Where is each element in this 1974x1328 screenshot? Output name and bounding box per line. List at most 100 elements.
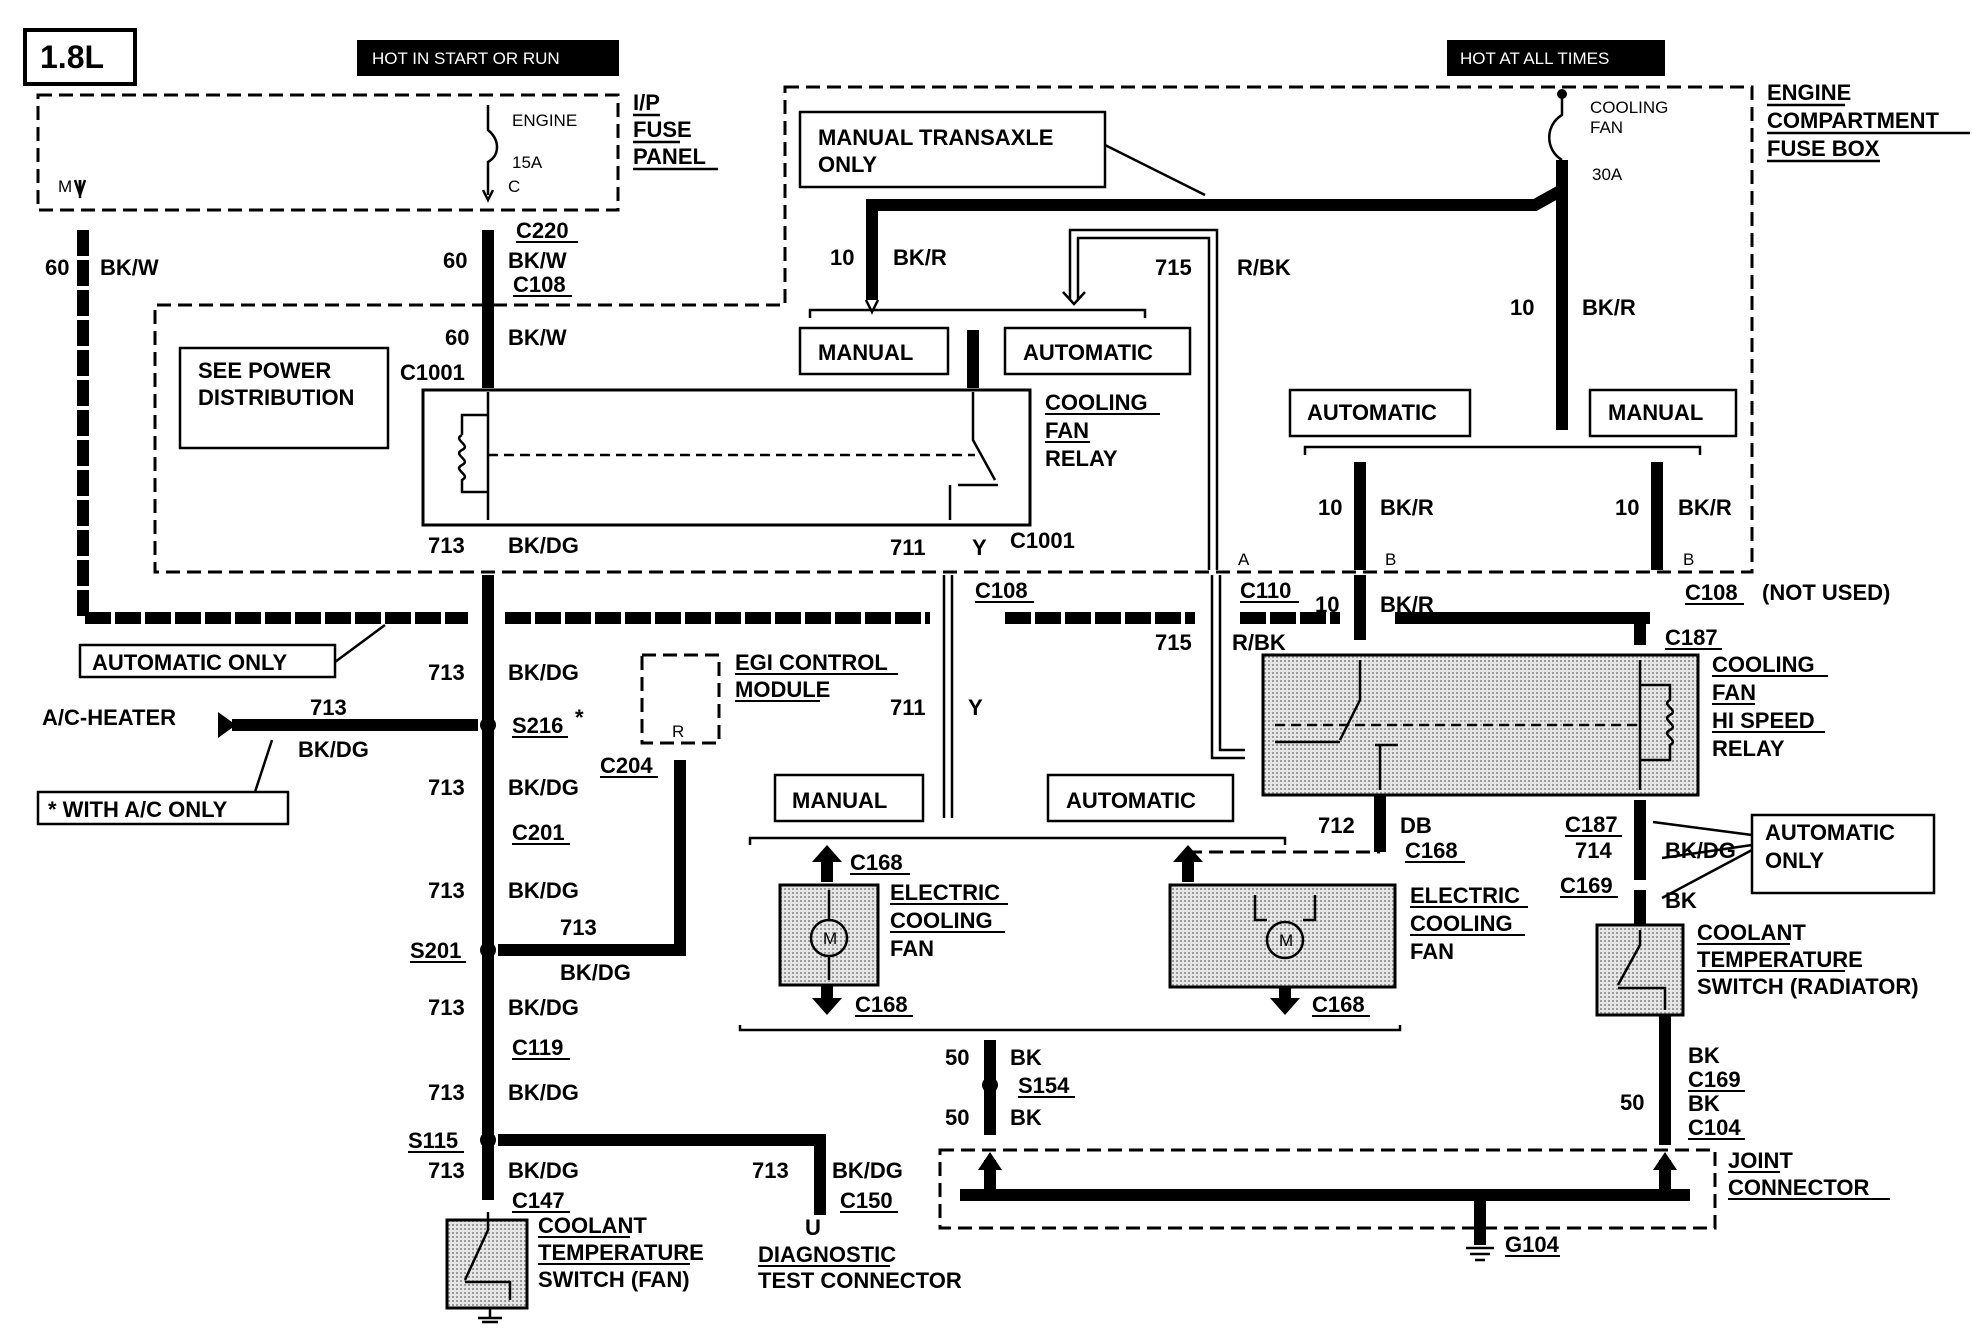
label-underlines	[408, 241, 1890, 1267]
auto-only-label-1: AUTOMATIC	[1765, 820, 1895, 845]
circuit-713-d: 713	[428, 775, 465, 800]
relay-label-3: RELAY	[1045, 446, 1118, 471]
circuit-713-e: 713	[428, 878, 465, 903]
cts-rad-label-2: TEMPERATURE	[1697, 947, 1863, 972]
egi-label-1: EGI CONTROL	[735, 650, 888, 675]
circuit-60-c: 60	[445, 325, 469, 350]
color-bk-5: BK	[1688, 1091, 1720, 1116]
color-db: DB	[1400, 813, 1432, 838]
circuit-713-a: 713	[428, 533, 465, 558]
color-rbk-2: R/BK	[1232, 630, 1286, 655]
hot-start-run-banner	[357, 40, 619, 76]
circuit-713-i: 713	[428, 1158, 465, 1183]
connector-c119: C119	[512, 1035, 563, 1060]
automatic-only-label: AUTOMATIC ONLY	[92, 650, 287, 675]
diag-pin: U	[805, 1215, 821, 1240]
color-bkdg-11: BK/DG	[1665, 838, 1736, 863]
joint-label-1: JOINT	[1728, 1148, 1793, 1173]
circuit-713-b: 713	[428, 660, 465, 685]
color-bkdg-8: BK/DG	[508, 1080, 579, 1105]
circuit-714: 714	[1575, 838, 1612, 863]
circuit-60-a: 60	[45, 255, 69, 280]
ip-fuse-symbol	[486, 105, 499, 195]
cts-fan-label-2: TEMPERATURE	[538, 1240, 704, 1265]
connector-c147: C147	[512, 1188, 565, 1213]
color-rbk-1: R/BK	[1237, 255, 1291, 280]
manual-transaxle-box	[798, 110, 1107, 189]
color-bkw-2: BK/W	[508, 248, 567, 273]
circuit-10-b: 10	[1510, 295, 1534, 320]
with-ac-label: * WITH A/C ONLY	[48, 797, 228, 822]
manual-label-top: MANUAL	[818, 340, 913, 365]
automatic-only-box	[78, 643, 337, 679]
circuit-10-c: 10	[1318, 495, 1342, 520]
egi-pin: R	[672, 722, 684, 741]
automatic-box-bottom	[1046, 773, 1235, 823]
manual-box-bottom	[773, 773, 925, 823]
efan-label-6: FAN	[1410, 939, 1454, 964]
color-bkr-3: BK/R	[1380, 495, 1434, 520]
cooling-fan-relay	[421, 388, 1032, 527]
ecfb-fuse-symbol	[1548, 94, 1564, 162]
pin-a: A	[1238, 550, 1250, 569]
connector-c1001-a: C1001	[400, 360, 465, 385]
color-bkw-1: BK/W	[100, 255, 159, 280]
hi-relay-label-3: HI SPEED	[1712, 708, 1815, 733]
circuit-50-c: 50	[1620, 1090, 1644, 1115]
connector-c108-c: C108	[1685, 580, 1738, 605]
hot-all-times-banner	[1447, 40, 1665, 76]
color-bkr-4: BK/R	[1678, 495, 1732, 520]
connector-c169-b: C169	[1688, 1067, 1741, 1092]
circuit-712: 712	[1318, 813, 1355, 838]
circuit-50-a: 50	[945, 1045, 969, 1070]
pin-b-2: B	[1683, 550, 1694, 569]
color-y-2: Y	[968, 695, 983, 720]
ecfb-label-3: FUSE BOX	[1767, 136, 1880, 161]
color-bkdg-10: BK/DG	[832, 1158, 903, 1183]
color-bkr-1: BK/R	[893, 245, 947, 270]
connector-c150: C150	[840, 1188, 893, 1213]
circuit-713-j: 713	[752, 1158, 789, 1183]
ip-fuse-c-pin: C	[508, 177, 520, 196]
ecfb-fuse-label-2: FAN	[1590, 118, 1623, 137]
cooling-fan-hi-speed-relay	[1261, 653, 1700, 797]
automatic-only-box-right	[1750, 813, 1936, 895]
not-used-label: (NOT USED)	[1762, 580, 1890, 605]
connector-c168-d: C168	[1405, 838, 1458, 863]
see-power-label-2: DISTRIBUTION	[198, 385, 354, 410]
automatic-box-right	[1288, 388, 1472, 438]
circuit-10-a: 10	[830, 245, 854, 270]
joint-label-2: CONNECTOR	[1728, 1175, 1869, 1200]
ecfb-fuse-amps: 30A	[1592, 165, 1623, 184]
connector-c187-b: C187	[1565, 812, 1618, 837]
color-bk-1: BK	[1010, 1045, 1042, 1070]
ip-fuse-panel-region	[36, 93, 620, 212]
manual-box-right	[1588, 388, 1738, 438]
color-bkdg-1: BK/DG	[508, 533, 579, 558]
egi-control-module	[640, 653, 721, 745]
efan-label-3: FAN	[890, 936, 934, 961]
manual-transaxle-label-1: MANUAL TRANSAXLE	[818, 125, 1053, 150]
color-bkdg-3: BK/DG	[298, 737, 369, 762]
circuit-711-b: 711	[890, 695, 926, 720]
cts-rad-label-1: COOLANT	[1697, 920, 1806, 945]
motor-label-2: M	[1279, 931, 1293, 950]
relay-label-1: COOLING	[1045, 390, 1148, 415]
engine-label: 1.8L	[40, 39, 104, 75]
automatic-label-bottom: AUTOMATIC	[1066, 788, 1196, 813]
color-bkdg-2: BK/DG	[508, 660, 579, 685]
hot-start-run-text: HOT IN START OR RUN	[372, 49, 560, 68]
electric-cooling-fan-auto	[1168, 883, 1397, 989]
connector-c110: C110	[1240, 578, 1291, 603]
ip-fuse-label-2: FUSE	[633, 117, 692, 142]
color-bk-2: BK	[1010, 1105, 1042, 1130]
ground-g104: G104	[1505, 1232, 1560, 1257]
diag-label-2: TEST CONNECTOR	[758, 1268, 962, 1293]
engine-label-box	[23, 28, 137, 86]
with-ac-box	[36, 790, 290, 826]
manual-label-bottom: MANUAL	[792, 788, 887, 813]
efan-label-1: ELECTRIC	[890, 880, 1000, 905]
ecfb-fuse-label-1: COOLING	[1590, 98, 1668, 117]
circuit-713-f: 713	[560, 915, 597, 940]
